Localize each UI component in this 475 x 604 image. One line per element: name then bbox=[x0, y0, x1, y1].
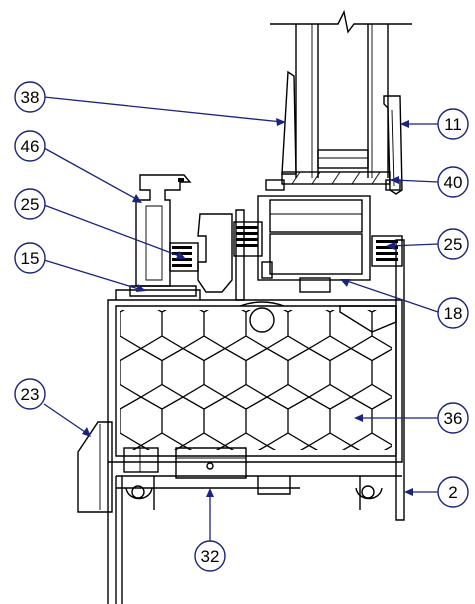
insulation-36 bbox=[120, 310, 392, 450]
callout-46-label: 46 bbox=[21, 137, 40, 156]
nailing-flange bbox=[107, 462, 123, 604]
callout-25-right-label: 25 bbox=[444, 235, 463, 254]
callout-32-label: 32 bbox=[201, 547, 220, 566]
callout-11-label: 11 bbox=[444, 115, 462, 134]
callout-11: 11 bbox=[437, 108, 469, 140]
glazing-clip-right bbox=[383, 95, 403, 195]
bottom-channel bbox=[116, 447, 402, 510]
callout-2: 2 bbox=[437, 476, 469, 508]
callout-18: 18 bbox=[437, 297, 469, 329]
callout-18-label: 18 bbox=[444, 304, 463, 323]
adaptor-profile bbox=[197, 209, 245, 301]
frame-lip-15 bbox=[115, 285, 201, 300]
glazing-bead bbox=[135, 174, 192, 287]
callout-2-label: 2 bbox=[448, 483, 457, 502]
callout-38: 38 bbox=[14, 81, 46, 113]
callout-32: 32 bbox=[194, 540, 226, 572]
glazing-adapter-18 bbox=[257, 195, 371, 293]
callout-23-label: 23 bbox=[21, 385, 40, 404]
callout-40: 40 bbox=[437, 166, 469, 198]
callout-25-right: 25 bbox=[437, 228, 469, 260]
gasket-center bbox=[233, 221, 263, 257]
frame-body bbox=[107, 239, 405, 521]
callout-15: 15 bbox=[14, 242, 46, 274]
callout-38-label: 38 bbox=[21, 88, 40, 107]
trim-block-23 bbox=[77, 421, 113, 513]
callout-36-label: 36 bbox=[444, 409, 463, 428]
leader-lines bbox=[43, 96, 439, 544]
callout-15-label: 15 bbox=[21, 249, 40, 268]
wedge-gasket bbox=[281, 70, 297, 175]
callout-46: 46 bbox=[14, 130, 46, 162]
gasket-left bbox=[169, 242, 199, 272]
callout-36: 36 bbox=[437, 402, 469, 434]
callout-25-left-label: 25 bbox=[21, 195, 40, 214]
callout-25-left: 25 bbox=[14, 188, 46, 220]
glass-unit bbox=[265, 9, 412, 191]
callout-40-label: 40 bbox=[444, 173, 463, 192]
callout-23: 23 bbox=[14, 378, 46, 410]
